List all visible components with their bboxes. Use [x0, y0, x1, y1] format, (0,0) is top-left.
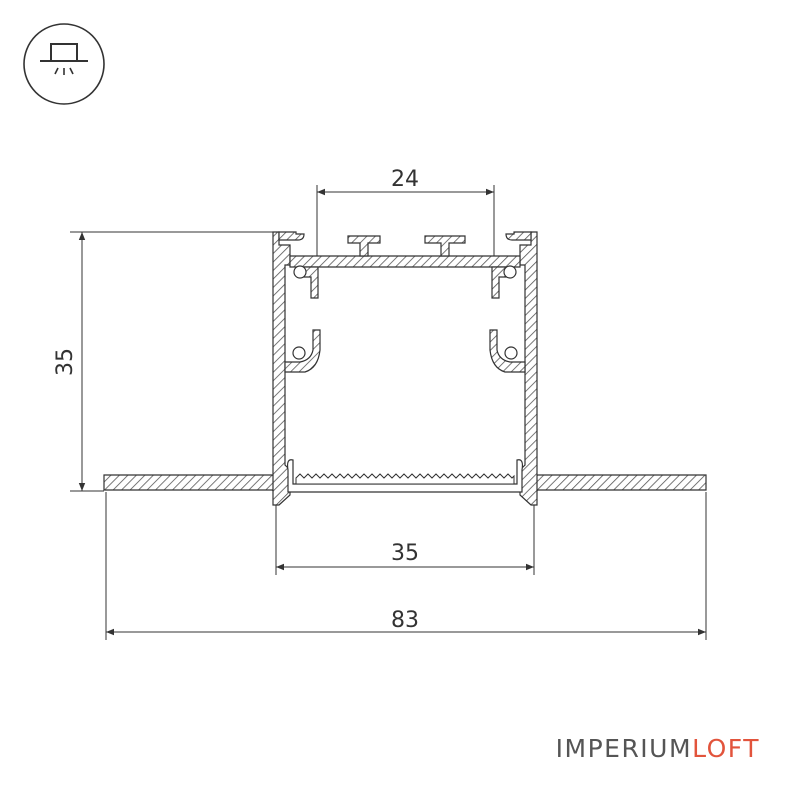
left-screw-channel-top: [293, 265, 307, 279]
diffuser-texture: [295, 473, 515, 485]
right-mid-hook: [489, 329, 526, 373]
brand-logo-part1: IMPERIUM: [555, 734, 693, 763]
diffuser: [286, 459, 524, 493]
left-flange: [103, 474, 283, 493]
dimension-total-width-label: 83: [391, 608, 419, 633]
dimension-body-width: 35: [275, 505, 535, 575]
profile-section: [103, 231, 707, 506]
left-mid-hook: [284, 329, 321, 373]
recessed-light-icon: [23, 23, 105, 105]
brand-logo: IMPERIUMLOFT: [556, 734, 760, 763]
left-screw-channel-mid: [292, 346, 306, 360]
dimension-total-width: 83: [105, 492, 707, 640]
top-left-hook: [278, 231, 305, 241]
right-flange: [527, 474, 707, 493]
right-screw-channel-mid: [504, 346, 518, 360]
brand-logo-part2: LOFT: [692, 734, 760, 763]
dimension-height-label: 35: [53, 348, 78, 376]
right-screw-channel-top: [503, 265, 517, 279]
dimension-top-width: 24: [316, 167, 495, 256]
top-rib-2: [424, 235, 466, 257]
top-bar: [289, 255, 521, 268]
dimension-body-width-label: 35: [391, 541, 419, 566]
top-right-hook: [505, 231, 532, 241]
top-rib-1: [347, 235, 381, 257]
dimension-height: 35: [53, 231, 273, 492]
dimension-top-width-label: 24: [391, 167, 419, 192]
